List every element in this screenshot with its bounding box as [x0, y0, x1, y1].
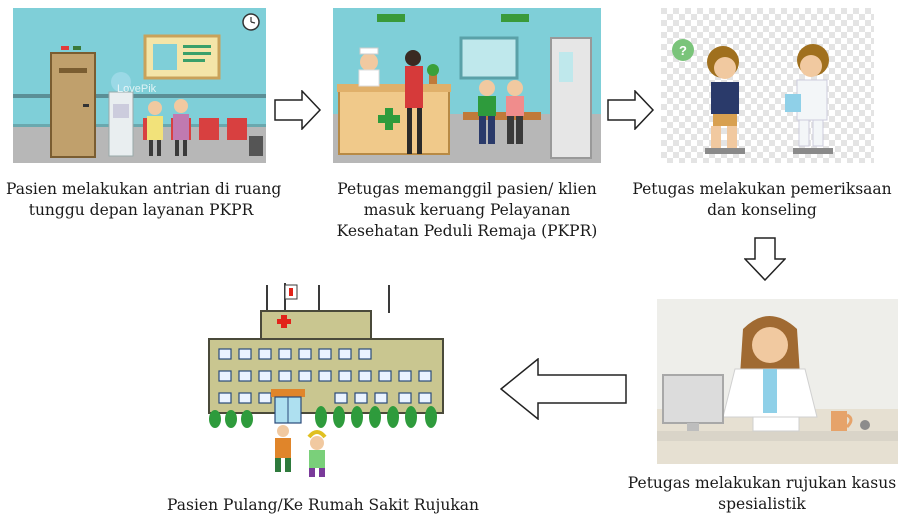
step-4-image-referral	[657, 299, 898, 464]
step-5-caption-line-1: Pasien Pulang/Ke Rumah Sakit Rujukan	[167, 496, 479, 514]
step-1-caption-line-2: tunggu depan layanan PKPR	[28, 201, 254, 219]
step-3-image-counseling: ?	[661, 8, 874, 163]
step-2-caption: Petugas memanggil pasien/ klien masuk ke…	[329, 179, 605, 242]
step-2-caption-line-3: Kesehatan Peduli Remaja (PKPR)	[336, 222, 598, 240]
step-5-image-hospital	[208, 283, 444, 477]
step-1-image-waiting-room: LovePik	[13, 8, 266, 163]
arrow-step-1-to-2	[274, 90, 322, 130]
step-2-image-reception	[333, 8, 601, 163]
step-2-caption-line-1: Petugas memanggil pasien/ klien	[337, 180, 597, 198]
step-2-caption-line-2: masuk keruang Pelayanan	[363, 201, 571, 219]
step-4-caption-line-1: Petugas melakukan rujukan kasus	[627, 474, 897, 492]
svg-text:?: ?	[679, 43, 687, 58]
step-3-caption-line-1: Petugas melakukan pemeriksaan	[632, 180, 892, 198]
arrow-step-2-to-3	[607, 90, 655, 130]
step-5-caption: Pasien Pulang/Ke Rumah Sakit Rujukan	[148, 495, 498, 516]
step-1-caption: Pasien melakukan antrian di ruang tunggu…	[6, 179, 282, 221]
step-1-caption-line-1: Pasien melakukan antrian di ruang	[6, 180, 282, 198]
arrow-step-4-to-5	[500, 358, 627, 420]
step-1-watermark: LovePik	[117, 83, 157, 95]
step-4-caption-line-2: spesialistik	[718, 495, 806, 513]
step-3-caption-line-2: dan konseling	[707, 201, 817, 219]
step-3-caption: Petugas melakukan pemeriksaan dan konsel…	[627, 179, 897, 221]
arrow-step-3-to-4	[744, 237, 786, 281]
step-4-caption: Petugas melakukan rujukan kasus spesiali…	[627, 473, 897, 515]
